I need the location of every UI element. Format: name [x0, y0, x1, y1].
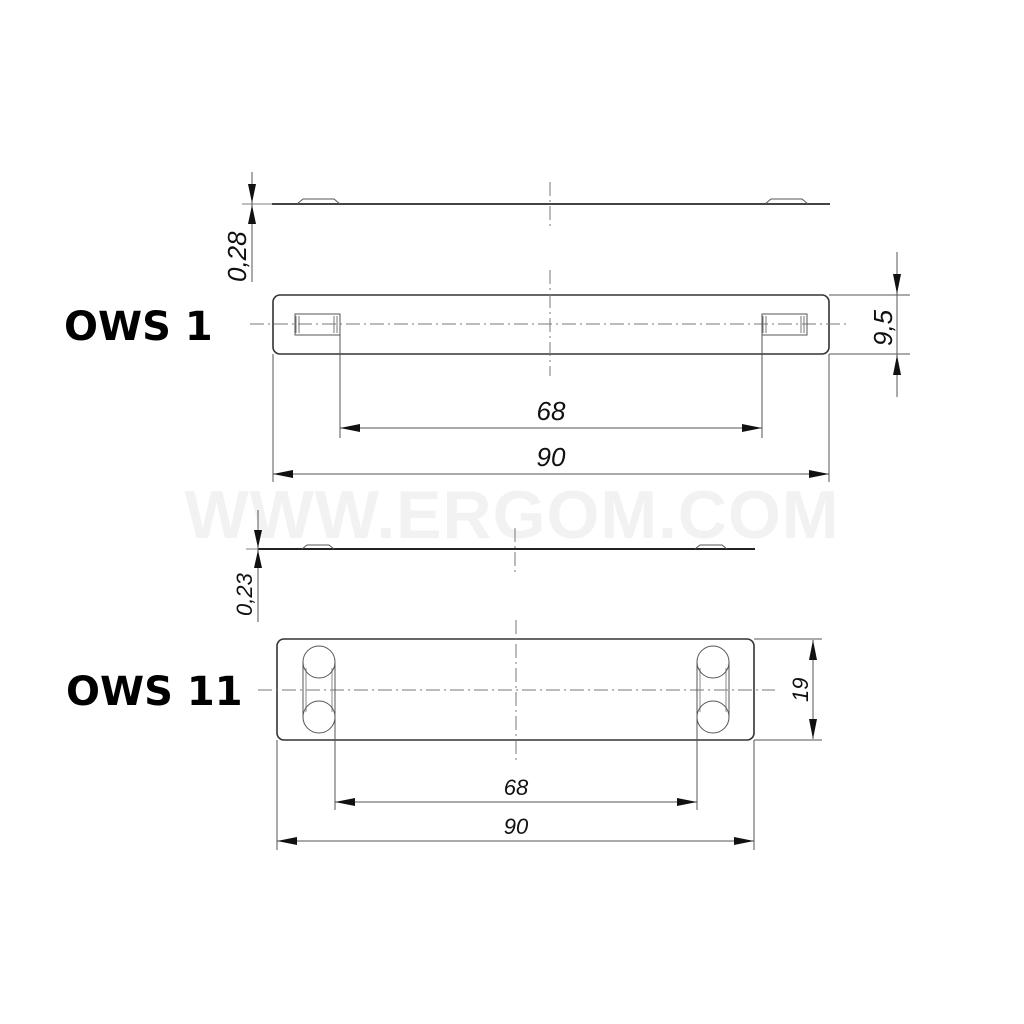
ows1-product-label: OWS 1	[64, 304, 213, 350]
ows1-side-view: 0,28	[222, 172, 830, 282]
ows11-product-label: OWS 11	[66, 669, 243, 715]
ows11-top-view: 19 68 90	[258, 620, 822, 850]
ows11-side-view: 0,23	[232, 510, 755, 622]
ows1-height-label: 9,5	[868, 309, 898, 346]
watermark: WWW.ERGOM.COM	[184, 477, 839, 553]
ows11-length-label: 90	[504, 814, 529, 839]
ows11-thickness-label: 0,23	[232, 572, 257, 616]
ows1-drawing: 0,28 9,5	[222, 172, 910, 482]
ows11-drawing: 0,23 19	[232, 510, 822, 850]
ows1-slot-spacing-label: 68	[537, 396, 566, 426]
ows1-thickness-label: 0,28	[222, 231, 252, 282]
ows11-slot-spacing-label: 68	[504, 775, 529, 800]
ows1-length-label: 90	[537, 442, 566, 472]
ows11-height-label: 19	[788, 678, 813, 702]
ows1-top-view: 9,5 68 90	[250, 252, 910, 482]
